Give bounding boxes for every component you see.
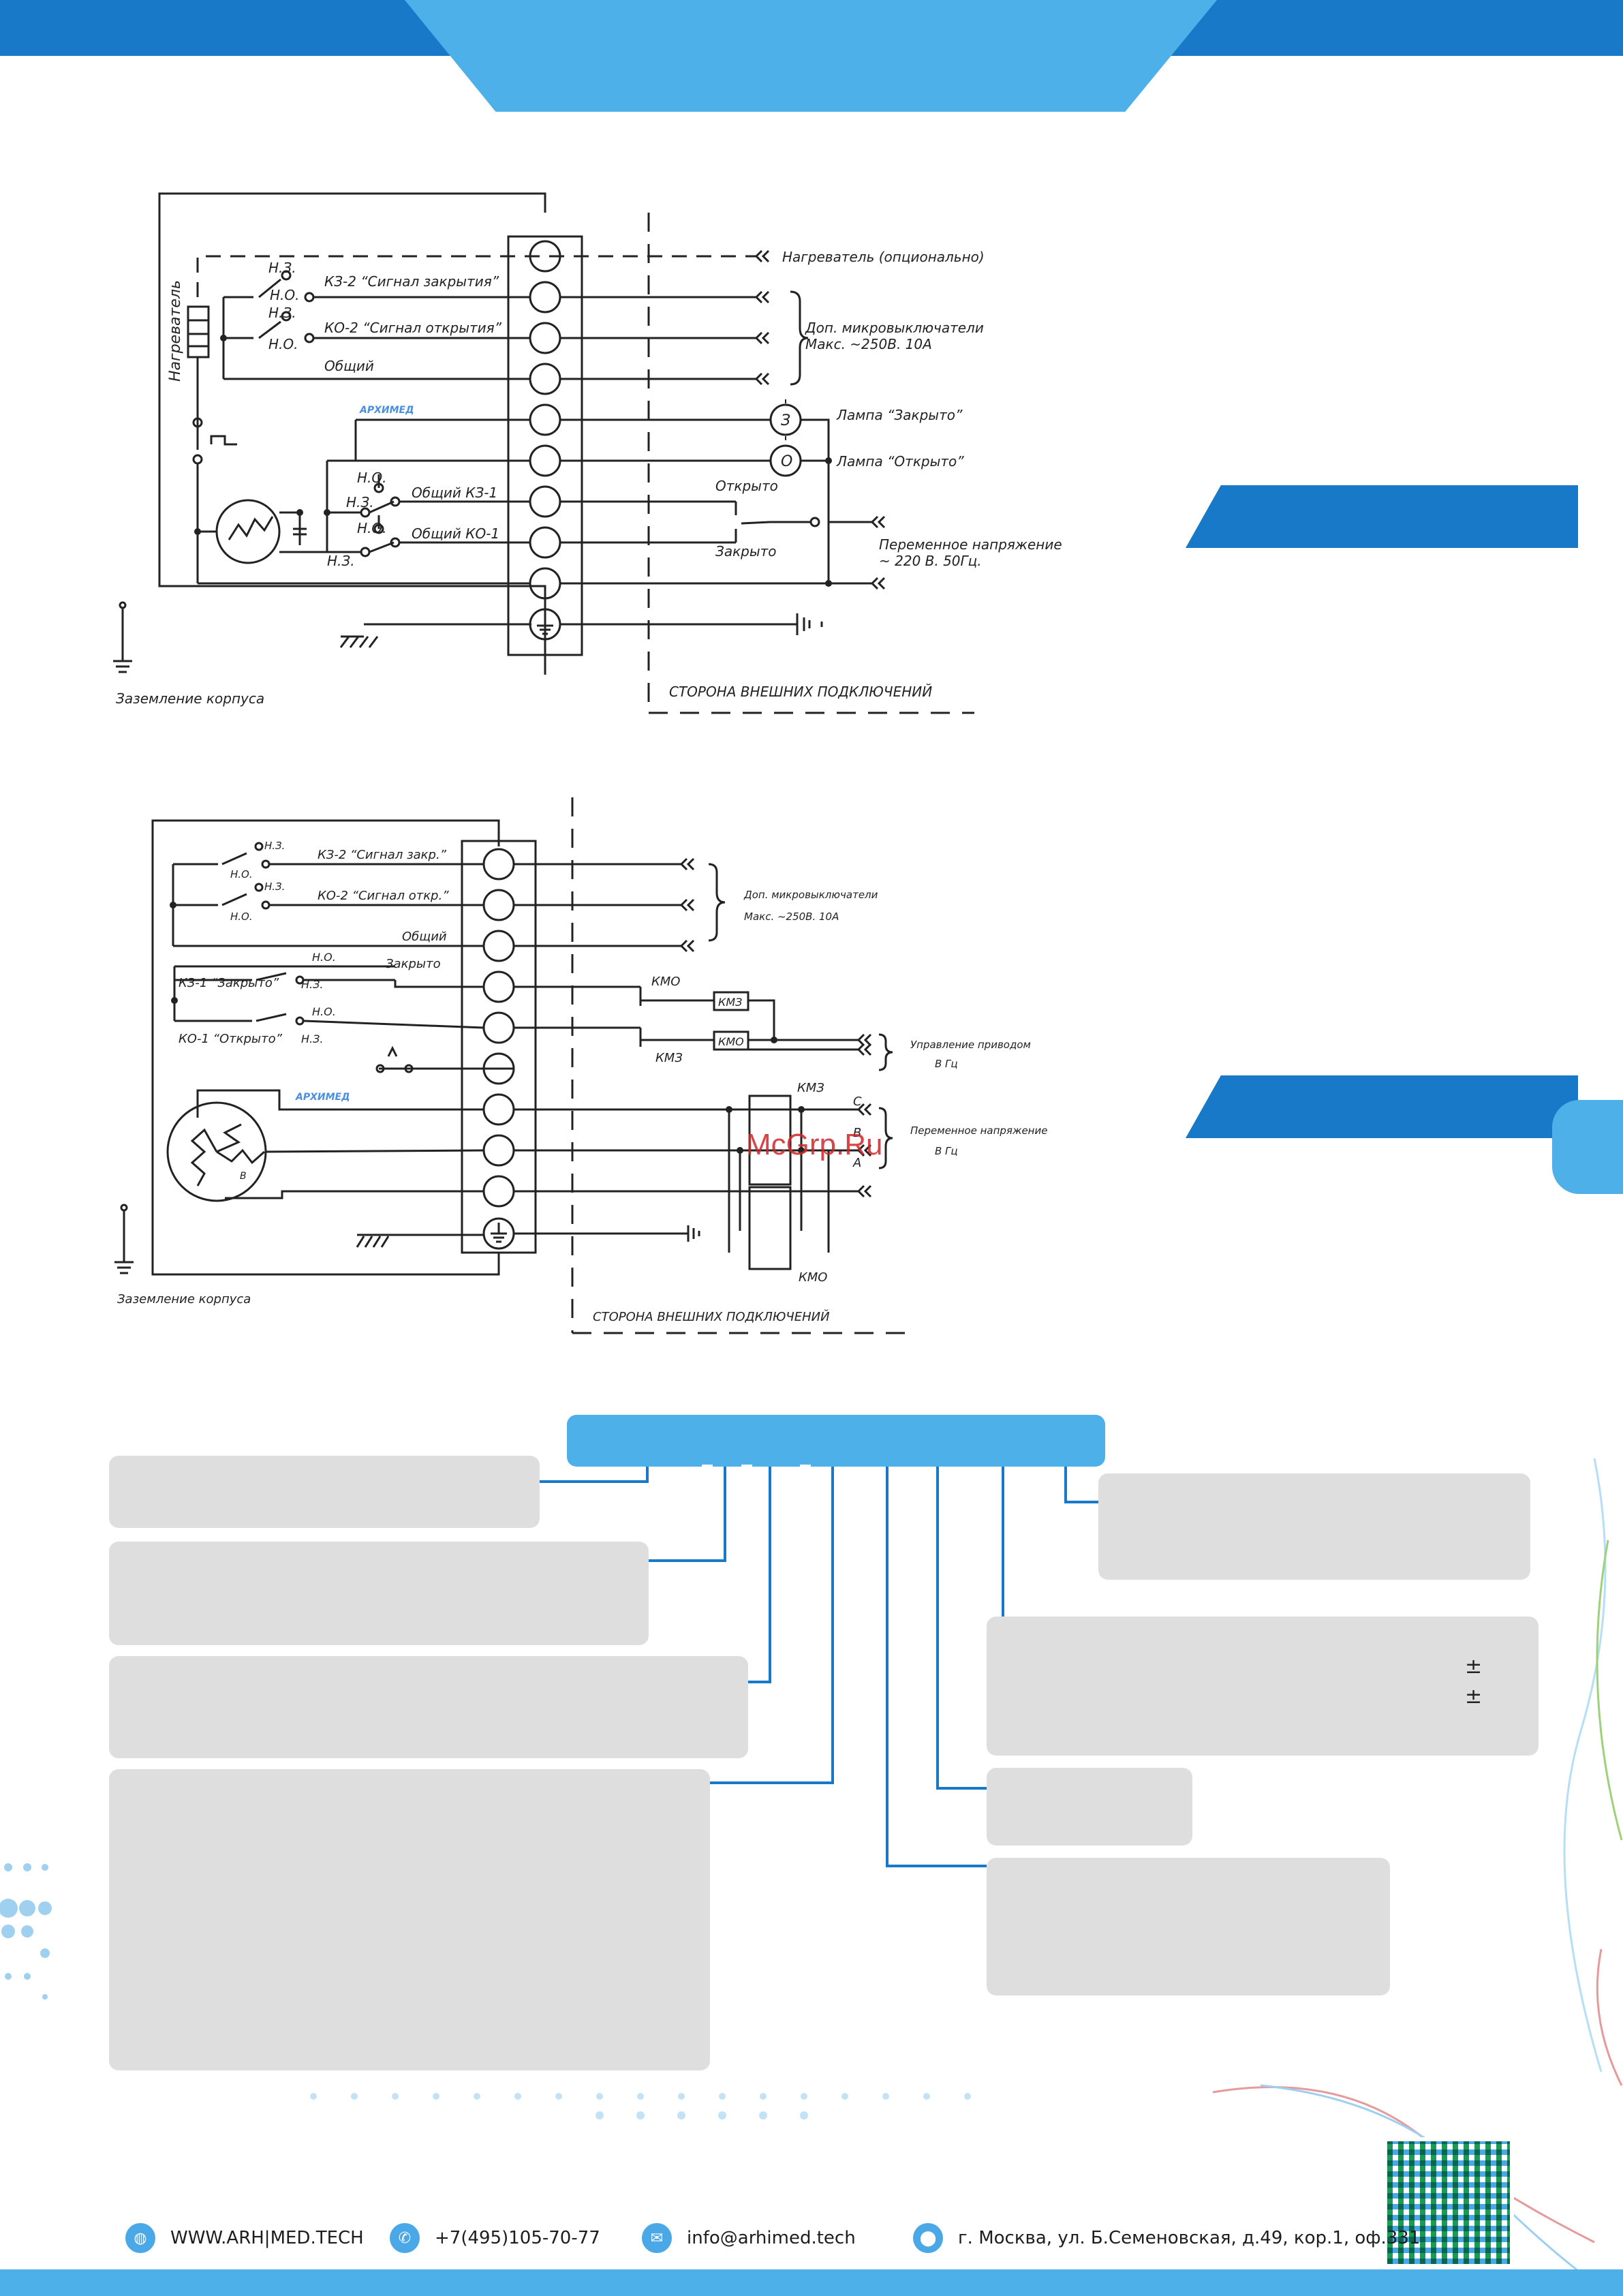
d2-box-kmz: КМЗ <box>718 996 742 1009</box>
label-lamp-closed: Лампа “Закрыто” <box>836 407 963 423</box>
d2-label-closed: Закрыто <box>386 957 441 971</box>
enclosure-outline <box>158 192 546 675</box>
footer-email-text: info@arhimed.tech <box>687 2228 856 2248</box>
qr-code <box>1383 2137 1514 2268</box>
mail-icon: ✉ <box>642 2223 672 2253</box>
label-no4: Н.О. <box>357 520 387 536</box>
watermark: McGrp.Ru <box>746 1128 883 1161</box>
option-card-7 <box>987 1768 1192 1846</box>
lamp-open-symbol: О <box>781 453 792 470</box>
d2-label-ground: Заземление корпуса <box>117 1292 251 1306</box>
option-card-5 <box>1098 1473 1530 1580</box>
label-closed: Закрыто <box>715 543 777 560</box>
d2-label-kz2: КЗ-2 “Сигнал закр.” <box>318 848 447 862</box>
d2-label-no1: Н.О. <box>230 868 253 881</box>
d2-label-nz3: Н.З. <box>301 978 323 991</box>
logo-arhimed-1: АРХИМЕД <box>359 405 414 416</box>
footer-phone[interactable]: ✆ +7(495)105-70-77 <box>390 2223 600 2253</box>
d2-label-drive-units: В Гц <box>935 1058 958 1070</box>
label-no3: Н.О. <box>357 470 387 486</box>
wiring-diagram-single-phase: Нагреватель Н.З. Н.О. КЗ-2 “Сигнал закры… <box>113 192 1062 714</box>
bottom-banner <box>0 2269 1623 2296</box>
wiring-diagram-three-phase: Н.З. Н.О. КЗ-2 “Сигнал закр.” Н.З. Н.О. … <box>114 797 1047 1334</box>
d2-label-nz1: Н.З. <box>264 840 285 852</box>
option-card-4 <box>109 1769 710 2070</box>
order-code-bar <box>567 1415 1105 1467</box>
d2-label-ac: Переменное напряжение <box>910 1124 1047 1137</box>
plus-minus-2: ± <box>1465 1685 1483 1709</box>
label-common: Общий <box>324 358 374 374</box>
d2-label-kz1: КЗ-1 “Закрыто” <box>179 976 279 990</box>
label-nz2: Н.З. <box>268 305 296 321</box>
logo-arhimed-2: АРХИМЕД <box>295 1092 350 1103</box>
d2-label-no4: Н.О. <box>312 1005 336 1018</box>
label-ac-2: ~ 220 В. 50Гц. <box>879 553 982 569</box>
d2-label-kmo: КМО <box>651 975 680 989</box>
d2-label-kmz: КМЗ <box>655 1051 683 1065</box>
terminal-block-2 <box>461 840 537 1254</box>
label-microswitch-2: Макс. ~250В. 10А <box>805 336 932 352</box>
option-card-3 <box>109 1656 748 1758</box>
option-card-6 <box>987 1617 1539 1756</box>
d2-label-ac-units: В Гц <box>935 1145 958 1157</box>
label-nz4: Н.З. <box>327 553 355 569</box>
footer-address-text: г. Москва, ул. Б.Семеновская, д.49, кор.… <box>958 2228 1421 2248</box>
d2-label-nz4: Н.З. <box>301 1032 323 1045</box>
label-external-side: СТОРОНА ВНЕШНИХ ПОДКЛЮЧЕНИЙ <box>669 684 932 700</box>
top-banner-tab <box>405 0 1217 112</box>
label-no1: Н.О. <box>270 287 300 303</box>
section-tab-1 <box>1186 485 1578 548</box>
d2-label-kmo2: КМО <box>799 1270 827 1285</box>
label-ac-1: Переменное напряжение <box>879 536 1062 553</box>
label-common-kz1: Общий КЗ-1 <box>412 485 497 501</box>
d2-label-drive-control: Управление приводом <box>910 1039 1031 1051</box>
label-kz2: КЗ-2 “Сигнал закрытия” <box>324 273 499 290</box>
label-heater-optional: Нагреватель (опционально) <box>782 249 985 265</box>
label-nz1: Н.З. <box>268 260 296 276</box>
footer-website-text: WWW.ARH|MED.TECH <box>170 2228 364 2248</box>
globe-icon: ◍ <box>125 2223 155 2253</box>
d2-box-kmo: КМО <box>718 1035 744 1048</box>
location-pin-icon: ⬤ <box>913 2223 943 2253</box>
terminal-block <box>507 235 583 656</box>
d2-label-microswitch-2: Макс. ~250В. 10А <box>744 910 839 923</box>
plus-minus-1: ± <box>1465 1655 1483 1679</box>
d2-label-motor-b: В <box>240 1171 247 1182</box>
d2-label-ko2: КО-2 “Сигнал откр.” <box>318 889 449 903</box>
label-common-ko1: Общий КО-1 <box>412 525 499 542</box>
label-no2: Н.О. <box>268 336 298 352</box>
label-heater-vertical: Нагреватель <box>167 280 184 382</box>
option-card-8 <box>987 1858 1390 1995</box>
phone-icon: ✆ <box>390 2223 420 2253</box>
d2-label-phase-a: А <box>852 1156 861 1170</box>
d2-label-phase-c: С <box>853 1095 862 1109</box>
d2-label-common: Общий <box>402 930 447 944</box>
label-ground: Заземление корпуса <box>116 690 264 707</box>
footer-email[interactable]: ✉ info@arhimed.tech <box>642 2223 856 2253</box>
label-lamp-open: Лампа “Открыто” <box>836 453 964 470</box>
page-side-tab <box>1552 1100 1623 1194</box>
footer-website[interactable]: ◍ WWW.ARH|MED.TECH <box>125 2223 364 2253</box>
d2-label-nz2: Н.З. <box>264 881 285 893</box>
d2-label-ko1: КО-1 “Открыто” <box>179 1032 283 1046</box>
d2-label-phase-b: В <box>853 1126 861 1140</box>
footer-phone-text: +7(495)105-70-77 <box>435 2228 600 2248</box>
d2-label-external-side: СТОРОНА ВНЕШНИХ ПОДКЛЮЧЕНИЙ <box>593 1309 830 1324</box>
label-nz3: Н.З. <box>346 494 374 510</box>
d2-label-microswitch-1: Доп. микровыключатели <box>743 889 878 901</box>
section-tab-2 <box>1186 1075 1578 1138</box>
lamp-closed-symbol: З <box>781 412 790 429</box>
label-opened: Открыто <box>715 478 778 494</box>
d2-label-no3: Н.О. <box>312 951 336 964</box>
footer-address: ⬤ г. Москва, ул. Б.Семеновская, д.49, ко… <box>913 2223 1420 2253</box>
label-microswitch-1: Доп. микровыключатели <box>805 320 984 336</box>
d2-label-kmz2: КМЗ <box>797 1081 824 1095</box>
option-card-1 <box>109 1456 540 1528</box>
label-ko2: КО-2 “Сигнал открытия” <box>324 320 502 336</box>
option-card-2 <box>109 1542 649 1645</box>
d2-label-no2: Н.О. <box>230 910 253 923</box>
